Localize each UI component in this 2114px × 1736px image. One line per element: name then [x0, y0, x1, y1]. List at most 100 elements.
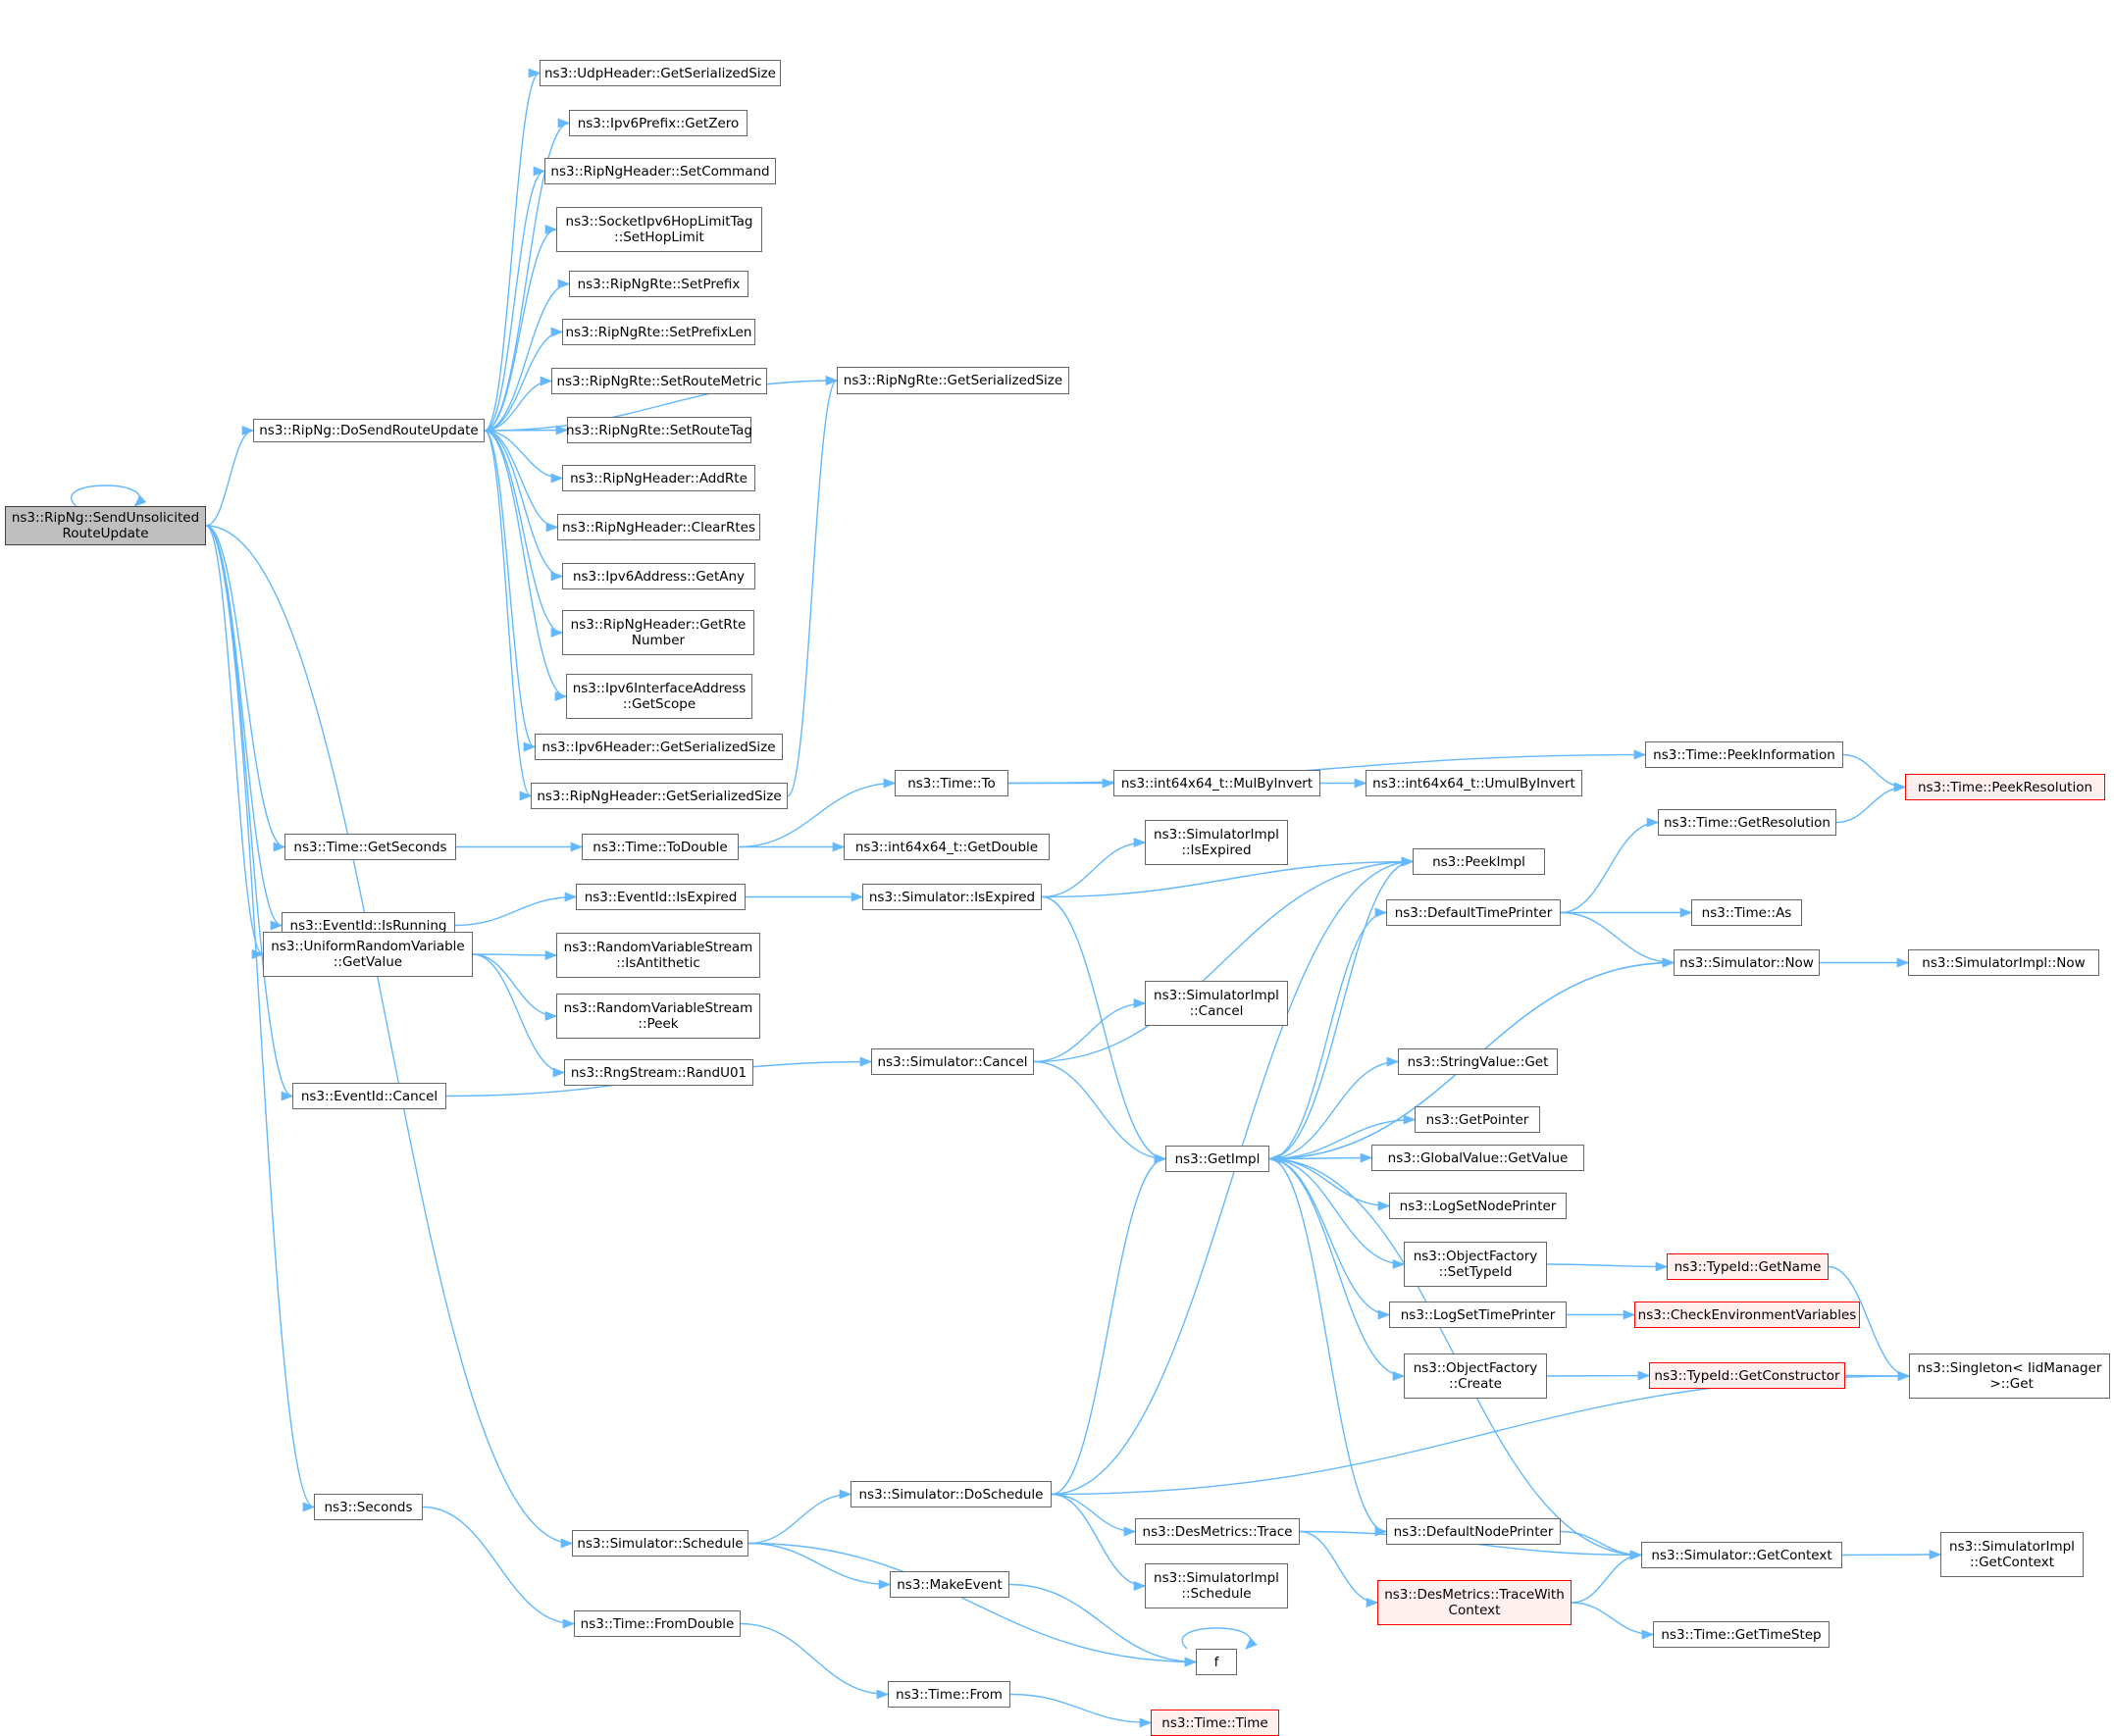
edge-root-to-evcancel — [205, 525, 294, 1101]
node-getresolution[interactable]: ns3::Time::GetResolution — [1658, 809, 1836, 836]
node-urvgetvalue[interactable]: ns3::UniformRandomVariable ::GetValue — [263, 932, 473, 977]
node-peekinfo[interactable]: ns3::Time::PeekInformation — [1645, 741, 1843, 768]
node-rvspeek[interactable]: ns3::RandomVariableStream ::Peek — [556, 994, 760, 1039]
node-seconds[interactable]: ns3::Seconds — [314, 1494, 423, 1520]
node-simgetctx[interactable]: ns3::Simulator::GetContext — [1641, 1542, 1842, 1568]
edge-dosend-to-setprefixlen — [484, 327, 564, 432]
edge-dosend-to-addrte — [484, 430, 564, 484]
edge-getimpl-to-ofcreate — [1268, 1157, 1406, 1381]
node-udpsize[interactable]: ns3::UdpHeader::GetSerializedSize — [540, 60, 781, 86]
node-getpointer[interactable]: ns3::GetPointer — [1415, 1106, 1540, 1133]
node-evisexpired[interactable]: ns3::EventId::IsExpired — [576, 884, 746, 910]
node-getrtenum[interactable]: ns3::RipNgHeader::GetRte Number — [562, 610, 754, 655]
edge-doschedule-to-peekimpl — [1051, 856, 1415, 1496]
node-typeidgetname[interactable]: ns3::TypeId::GetName — [1667, 1253, 1829, 1280]
edge-ripnghdrsize-to-rtesize — [787, 376, 839, 797]
node-timeas[interactable]: ns3::Time::As — [1691, 899, 1802, 926]
edge-getimpl-to-peekimpl — [1268, 856, 1415, 1160]
node-f[interactable]: f — [1196, 1649, 1237, 1675]
edge-simcancel-to-getimpl — [1033, 1060, 1167, 1164]
edge-dosend-to-hoplimit — [484, 225, 558, 432]
node-clearrtes[interactable]: ns3::RipNgHeader::ClearRtes — [557, 514, 760, 540]
node-destrace[interactable]: ns3::DesMetrics::Trace — [1135, 1518, 1300, 1545]
edge-doschedule-to-destrace — [1051, 1493, 1137, 1537]
node-timefrom[interactable]: ns3::Time::From — [888, 1681, 1010, 1708]
node-setprefix[interactable]: ns3::RipNgRte::SetPrefix — [569, 271, 748, 297]
edge-doschedule-to-getimpl — [1051, 1153, 1167, 1496]
node-simisexpired[interactable]: ns3::Simulator::IsExpired — [862, 884, 1042, 910]
node-setcmd[interactable]: ns3::RipNgHeader::SetCommand — [544, 158, 776, 184]
edge-dosend-to-udpsize — [484, 68, 541, 432]
node-defnodeprinter[interactable]: ns3::DefaultNodePrinter — [1386, 1518, 1561, 1545]
node-mulbyinvert[interactable]: ns3::int64x64_t::MulByInvert — [1113, 770, 1320, 796]
node-addrte[interactable]: ns3::RipNgHeader::AddRte — [562, 465, 755, 491]
node-implnow[interactable]: ns3::SimulatorImpl::Now — [1908, 949, 2099, 976]
edge-simisexpired-to-implisexpired — [1041, 837, 1147, 898]
node-getseconds[interactable]: ns3::Time::GetSeconds — [284, 834, 456, 860]
node-singleton[interactable]: ns3::Singleton< IidManager >::Get — [1909, 1353, 2110, 1399]
edge-simschedule-to-makeevent — [748, 1542, 892, 1590]
node-setprefixlen[interactable]: ns3::RipNgRte::SetPrefixLen — [562, 319, 755, 345]
node-ripnghdrsize[interactable]: ns3::RipNgHeader::GetSerializedSize — [531, 783, 788, 809]
edge-urvgetvalue-to-isantithetic — [472, 949, 558, 961]
node-ofsettypeid[interactable]: ns3::ObjectFactory ::SetTypeId — [1404, 1242, 1547, 1287]
edge-root-to-isrunning — [205, 525, 284, 931]
node-deftimeprinter[interactable]: ns3::DefaultTimePrinter — [1386, 899, 1561, 926]
edge-ofcreate-to-getctor — [1546, 1370, 1651, 1381]
node-ofcreate[interactable]: ns3::ObjectFactory ::Create — [1404, 1353, 1547, 1399]
node-doschedule[interactable]: ns3::Simulator::DoSchedule — [851, 1481, 1052, 1507]
node-strget[interactable]: ns3::StringValue::Get — [1398, 1048, 1558, 1075]
node-getimpl[interactable]: ns3::GetImpl — [1165, 1146, 1269, 1172]
node-todouble[interactable]: ns3::Time::ToDouble — [582, 834, 739, 860]
node-makeevent[interactable]: ns3::MakeEvent — [890, 1571, 1009, 1598]
node-implcancel[interactable]: ns3::SimulatorImpl ::Cancel — [1145, 981, 1288, 1026]
node-logsettime[interactable]: ns3::LogSetTimePrinter — [1389, 1302, 1567, 1328]
edge-dosend-to-rtesize — [484, 375, 839, 432]
node-implisexpired[interactable]: ns3::SimulatorImpl ::IsExpired — [1145, 820, 1288, 865]
node-simschedule[interactable]: ns3::Simulator::Schedule — [572, 1530, 748, 1557]
node-evcancel[interactable]: ns3::EventId::Cancel — [292, 1083, 446, 1109]
node-timeto[interactable]: ns3::Time::To — [895, 770, 1008, 796]
node-getany[interactable]: ns3::Ipv6Address::GetAny — [562, 563, 755, 589]
edge-urvgetvalue-to-randu01 — [472, 953, 566, 1078]
node-implgetctx[interactable]: ns3::SimulatorImpl ::GetContext — [1940, 1532, 2084, 1577]
node-v6zero[interactable]: ns3::Ipv6Prefix::GetZero — [569, 110, 748, 136]
node-v6hdrsize[interactable]: ns3::Ipv6Header::GetSerializedSize — [535, 734, 783, 760]
node-root[interactable]: ns3::RipNg::SendUnsolicited RouteUpdate — [5, 506, 206, 545]
node-settag[interactable]: ns3::RipNgRte::SetRouteTag — [566, 417, 752, 443]
node-logsetnode[interactable]: ns3::LogSetNodePrinter — [1389, 1193, 1567, 1219]
edge-dosend-to-setmetric — [484, 376, 553, 432]
edge-simschedule-to-f — [748, 1542, 1198, 1667]
node-dosend[interactable]: ns3::RipNg::DoSendRouteUpdate — [253, 419, 485, 442]
edge-dosend-to-getscope — [484, 430, 568, 701]
node-fromdouble[interactable]: ns3::Time::FromDouble — [574, 1610, 741, 1637]
edge-simschedule-to-doschedule — [748, 1489, 852, 1545]
node-implschedule[interactable]: ns3::SimulatorImpl ::Schedule — [1145, 1563, 1288, 1608]
edge-doschedule-to-implschedule — [1051, 1493, 1147, 1592]
node-rtesize[interactable]: ns3::RipNgRte::GetSerializedSize — [837, 367, 1069, 394]
edge-simisexpired-to-peekimpl — [1041, 856, 1415, 898]
node-isantithetic[interactable]: ns3::RandomVariableStream ::IsAntithetic — [556, 933, 760, 978]
node-randu01[interactable]: ns3::RngStream::RandU01 — [564, 1059, 753, 1086]
node-checkenv[interactable]: ns3::CheckEnvironmentVariables — [1634, 1302, 1860, 1328]
node-getctor[interactable]: ns3::TypeId::GetConstructor — [1649, 1362, 1845, 1389]
node-timetime[interactable]: ns3::Time::Time — [1151, 1710, 1279, 1736]
node-getdouble[interactable]: ns3::int64x64_t::GetDouble — [844, 834, 1050, 860]
node-setmetric[interactable]: ns3::RipNgRte::SetRouteMetric — [551, 368, 767, 394]
edge-makeevent-to-f — [1008, 1583, 1198, 1667]
node-peekimpl[interactable]: ns3::PeekImpl — [1413, 848, 1545, 875]
node-gvgetvalue[interactable]: ns3::GlobalValue::GetValue — [1371, 1145, 1584, 1171]
edge-seconds-to-fromdouble — [422, 1506, 576, 1629]
node-timestep[interactable]: ns3::Time::GetTimeStep — [1653, 1621, 1830, 1648]
node-simcancel[interactable]: ns3::Simulator::Cancel — [871, 1048, 1034, 1075]
node-umulbyinvert[interactable]: ns3::int64x64_t::UmulByInvert — [1366, 770, 1582, 796]
edge-todouble-to-timeto — [738, 778, 897, 848]
node-hoplimit[interactable]: ns3::SocketIpv6HopLimitTag ::SetHopLimit — [556, 207, 762, 252]
edge-deftimeprinter-to-simnow — [1560, 911, 1676, 968]
node-tracewithctx[interactable]: ns3::DesMetrics::TraceWith Context — [1377, 1580, 1572, 1625]
edge-dosend-to-getrtenum — [484, 430, 564, 638]
node-peekres[interactable]: ns3::Time::PeekResolution — [1905, 774, 2105, 800]
node-getscope[interactable]: ns3::Ipv6InterfaceAddress ::GetScope — [566, 674, 752, 719]
node-simnow[interactable]: ns3::Simulator::Now — [1674, 949, 1820, 976]
edge-dosend-to-clearrtes — [484, 430, 559, 533]
